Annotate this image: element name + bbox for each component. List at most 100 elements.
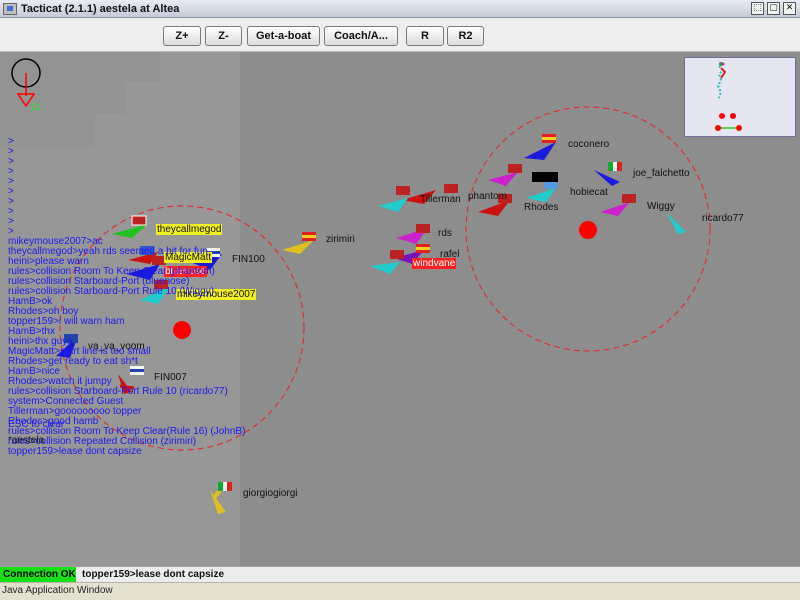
boat-label: rafel [440,249,460,260]
chat-line: Rhodes>good hamb [8,416,99,427]
chat-line: heini>please warn [8,256,89,267]
boat-hobiecat [526,172,558,202]
chat-prompt: > [8,146,14,157]
chat-line: Tillerman>gooooooooo topper [8,406,142,417]
chat-line: rules>collision Room To Keep Clear (phan… [8,266,215,277]
boat-label: rds [438,228,452,239]
boat-label: FIN007 [154,372,187,383]
boat-label: ricardo77 [702,213,744,224]
boat-giorgiogiorgi [210,482,232,514]
chat-line: rules>collision Repeated Collision (ziri… [8,436,197,447]
chat-line: Rhodes>watch it jumpy [8,376,112,387]
chat-line: HamB>ok [8,296,53,307]
chat-line: MagicMatt>start line is too small [8,346,151,357]
chat-line: mikeymouse2007>ac [8,236,103,247]
status-bar: Connection OK topper159>lease dont capsi… [0,566,800,583]
boat-label: zirimiri [326,234,355,245]
esc-clear-hint: ESC to clear [8,419,65,430]
java-window-label: Java Application Window [2,585,113,596]
boat-label: bluenose [164,266,207,277]
chat-line: rules>collision Starboard-Port (bluenose… [8,276,190,287]
minimap-course [715,62,742,131]
chat-line: rules>collision Starboard-Port Rule 10 (… [8,386,228,397]
chat-line: topper159>i will warn ham [8,316,125,327]
window-titlebar: Tacticat (2.1.1) aestela at Altea ⬚ ▢ ✕ [0,0,800,18]
boat-label: theycallmegod [156,224,223,235]
maximize-icon[interactable]: ▢ [767,2,780,15]
chat-log: > > > > > > > > > > mikeymouse2007>ac th… [8,137,308,457]
boat-label: MagicMatt [164,252,213,263]
chat-line: heini>thx guys [8,336,73,347]
boat-rds [396,224,430,244]
boat-zirimiri [282,232,316,254]
boat-label: FIN100 [232,254,265,265]
start-mark [173,321,191,339]
java-app-icon [3,2,17,15]
chat-prompt: > [8,136,14,147]
chat-line: system>Connected Guest [8,396,124,407]
chat-line: Rhodes>oh boy [8,306,79,317]
current-user: *aestela [8,435,45,446]
zoom-out-button[interactable]: Z- [205,26,242,46]
boat-label: hobiecat [570,187,608,198]
chat-prompt: > [8,196,14,207]
boat-label: windvane [412,258,457,269]
chat-prompt: > [8,166,14,177]
chat-prompt: > [8,206,14,217]
boat-bluenose [126,256,166,280]
boat-label: Rhodes [524,202,559,213]
boat-coconero [524,134,556,160]
boat-theycallmegod [112,215,148,238]
boat-rhodes [478,194,512,216]
zoom-in-button[interactable]: Z+ [163,26,201,46]
coach-button[interactable]: Coach/A... [324,26,398,46]
close-icon[interactable]: ✕ [783,2,796,15]
chat-line: HamB>thx [8,326,55,337]
window-controls: ⬚ ▢ ✕ [751,2,796,15]
boat-ricardo77 [666,212,686,234]
boat-label: phantom [468,191,507,202]
rotate-button[interactable]: R [406,26,444,46]
chat-prompt: > [8,156,14,167]
chat-prompt: > [8,226,14,237]
race-area[interactable]: 13 theycallmegod MagicMatt FIN100 blueno… [0,52,800,566]
boat-va-va-voom [56,334,78,358]
boat-label: va_va_voom [88,341,145,352]
chat-line: HamB>nice [8,366,60,377]
boat-label: mikeymouse2007 [176,289,257,300]
bottom-bar: Java Application Window [0,582,800,600]
boat-wiggy [600,194,636,216]
chat-line: Rhodes>get ready to eat sh*t [8,356,138,367]
wind-speed-readout: 13 [30,102,41,112]
boat-fin007 [118,366,144,394]
minimap[interactable] [684,57,796,137]
chat-prompt: > [8,216,14,227]
boat-label: Tillerman [420,194,461,205]
boat-tillerman [402,184,458,204]
connection-status: Connection OK [0,567,76,583]
chat-line: topper159>lease dont capsize [8,446,142,457]
boat-mikeymouse2007 [140,280,170,304]
boat-joe-falchetto [594,162,622,186]
toolbar: Z+ Z- Get-a-boat Coach/A... R R2 [0,18,800,52]
minimize-icon[interactable]: ⬚ [751,2,764,15]
boat-label: Wiggy [647,201,675,212]
windward-zone-circle [465,106,711,352]
boat-label: coconero [568,139,610,150]
boat-rafel [394,244,430,264]
get-a-boat-button[interactable]: Get-a-boat [247,26,320,46]
boat-unnamed-cyan [378,186,410,212]
chat-line: rules>collision Starboard-Port Rule 10 (… [8,286,214,297]
chat-prompt: > [8,176,14,187]
rotate2-button[interactable]: R2 [447,26,484,46]
boat-phantom [488,164,522,186]
chat-input[interactable]: topper159>lease dont capsize [82,569,225,580]
boat-magicmatt [128,246,158,264]
window-title: Tacticat (2.1.1) aestela at Altea [21,2,180,15]
chat-line: rules>collision Room To Keep Clear(Rule … [8,426,246,437]
wind-compass [10,56,44,116]
chat-prompt: > [8,186,14,197]
chat-line: theycallmegod>yeah rds seemed a bit for … [8,246,208,257]
wind-arrow-icon [11,58,41,108]
start-zone-circle [59,205,305,451]
